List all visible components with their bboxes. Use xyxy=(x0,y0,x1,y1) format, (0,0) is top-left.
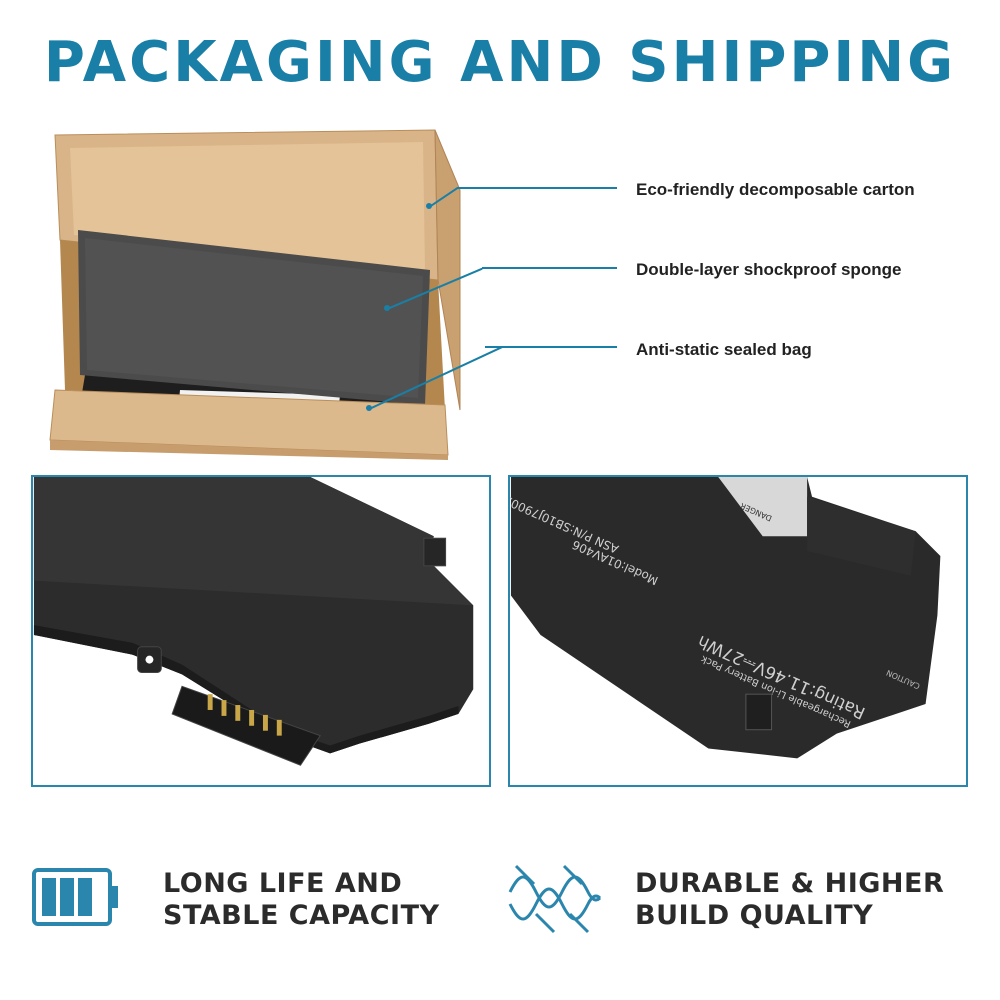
feature-durable: DURABLE & HIGHER BUILD QUALITY xyxy=(635,868,944,932)
battery-back-image: Rating:11.46V⎓27Wh Rechargeable Li-ion B… xyxy=(508,475,968,787)
page-title: PACKAGING AND SHIPPING xyxy=(43,30,957,95)
callout-carton: Eco-friendly decomposable carton xyxy=(636,180,915,199)
feature-long-life-line2: STABLE CAPACITY xyxy=(163,900,440,931)
battery-icon xyxy=(32,868,120,931)
feature-durable-line2: BUILD QUALITY xyxy=(635,900,874,931)
callout-bag: Anti-static sealed bag xyxy=(636,340,812,359)
callout-line-carton-h xyxy=(457,187,617,189)
callout-line-bag-h xyxy=(485,346,617,348)
twisted-wire-icon xyxy=(506,862,602,941)
battery-front-image xyxy=(31,475,491,787)
packaging-photo xyxy=(40,120,470,460)
feature-durable-line1: DURABLE & HIGHER xyxy=(635,868,945,899)
callout-sponge: Double-layer shockproof sponge xyxy=(636,260,902,279)
feature-long-life-line1: LONG LIFE AND xyxy=(163,868,403,899)
callout-line-sponge-h xyxy=(482,267,617,269)
feature-long-life: LONG LIFE AND STABLE CAPACITY xyxy=(163,868,440,932)
